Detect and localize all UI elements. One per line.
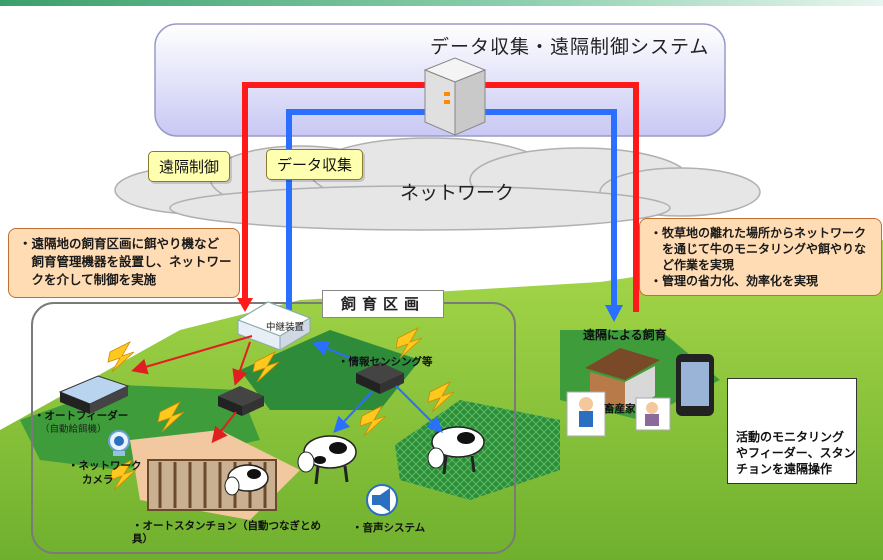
farmer-icon [566,391,606,437]
wireless-signal-icon [107,327,455,491]
system-title: データ収集・遠隔制御システム [430,36,710,58]
left-callout: ・遠隔地の飼育区画に餌やり機など 飼育管理機器を設置し、ネットワー クを介して制… [8,228,240,298]
cow-icon [297,435,357,485]
smartphone-icon [676,354,714,416]
remote-operation-box: 活動のモニタリング やフィーダー、スタン チョンを遠隔操作 [727,378,857,484]
farmer-label: 畜産家 [604,403,636,415]
cow-icon [224,464,269,496]
network-title: ネットワーク [400,182,515,204]
auto-stanchion-label-2: 具） [132,533,153,545]
top-accent-bar [0,0,883,6]
server-icon [423,57,487,136]
speaker-label: ・音声システム [352,522,426,534]
relay-label: 中継装置 [266,322,305,333]
remote-box-line: 活動のモニタリング [736,430,845,444]
callout-line: ・遠隔地の飼育区画に餌やり機など [19,236,220,251]
remote-feeding-title: 遠隔による飼育 [583,328,667,342]
remote-box-line: チョンを遠隔操作 [736,462,833,476]
feeding-area-title: 飼育区画 [322,290,444,318]
farmer-icon [635,397,671,431]
remote-box-line: やフィーダー、スタン [736,446,856,460]
feeding-area-border [31,302,516,554]
network-camera-label: ・ネットワーク [68,460,142,472]
auto-feeder-label: ・オートフィーダー [34,410,129,422]
sensor-box-icon [356,362,404,394]
callout-line: を通じて牛のモニタリングや餌やりな [650,242,867,256]
auto-feeder-icon [58,375,130,414]
cow-icon [427,426,485,475]
relay-device-icon [236,301,312,351]
auto-feeder-sublabel: （自動給餌機） [40,424,107,435]
sensor-box-icon [218,386,264,416]
speaker-icon [366,484,398,516]
callout-line: ・管理の省力化、効率化を実現 [650,274,819,288]
network-camera-label-2: カメラ [82,474,114,486]
auto-stanchion-label: ・オートスタンチョン（自動つなぎとめ [132,520,321,532]
callout-line: ど作業を実現 [650,258,735,272]
right-callout: ・牧草地の離れた場所からネットワーク を通じて牛のモニタリングや餌やりな ど作業… [639,218,882,296]
callout-line: 飼育管理機器を設置し、ネットワー [19,254,232,269]
data-collection-label: データ収集 [266,149,364,180]
network-camera-icon [108,430,130,456]
sensing-label: ・情報センシング等 [338,356,433,368]
remote-control-label: 遠隔制御 [148,151,231,182]
callout-line: クを介して制御を実施 [19,272,157,287]
callout-line: ・牧草地の離れた場所からネットワーク [650,226,867,240]
